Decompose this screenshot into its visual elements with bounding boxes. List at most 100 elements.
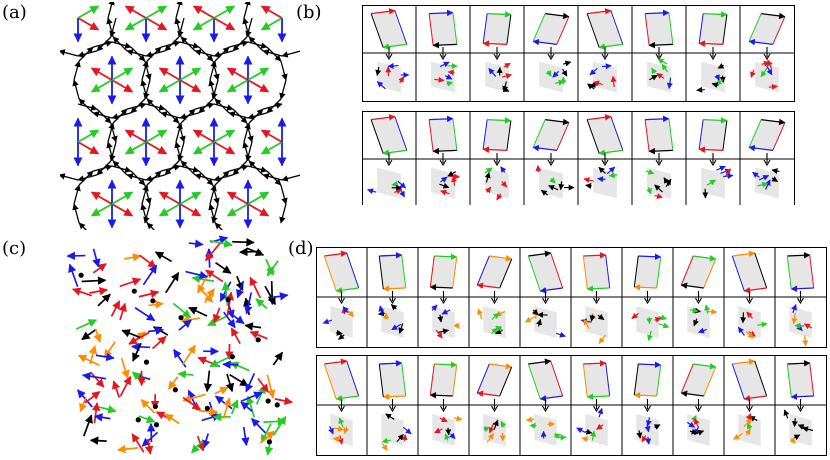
edge-arrow	[445, 427, 452, 436]
tile	[379, 255, 406, 289]
tile-edge	[370, 13, 384, 48]
edge-arrow	[264, 285, 277, 306]
tile	[699, 119, 727, 151]
edge-arrow	[532, 38, 557, 46]
tile-edge	[809, 362, 815, 397]
edge-arrow	[96, 108, 112, 124]
edge-arrow	[274, 396, 294, 406]
edge-arrow	[138, 415, 156, 424]
edge-arrow	[585, 428, 593, 435]
edge-arrow	[111, 41, 132, 49]
tile-edge	[809, 254, 815, 289]
edge-arrow	[247, 41, 268, 49]
edge-arrow	[92, 164, 113, 172]
substitution-arrowhead	[601, 53, 609, 61]
edge-arrow	[332, 436, 342, 443]
edge-arrow	[148, 300, 164, 309]
edge-arrow	[396, 433, 404, 443]
patch	[432, 414, 455, 446]
edge-arrow	[434, 76, 445, 83]
edge-arrow	[281, 50, 300, 58]
edge-arrow	[500, 180, 508, 188]
edge-arrow	[693, 318, 699, 327]
edge-arrow	[244, 322, 262, 331]
tile-edge	[346, 252, 360, 289]
edge-arrow	[576, 427, 586, 434]
tile-edge	[452, 256, 458, 289]
edge-arrow	[158, 191, 181, 205]
edge-arrow	[322, 318, 333, 325]
edge-arrow	[197, 356, 221, 368]
vertex-dot	[131, 288, 137, 294]
edge-arrow	[553, 433, 561, 439]
edge-arrow	[230, 327, 241, 345]
edge-arrow	[797, 424, 808, 430]
edge-arrow	[583, 360, 607, 367]
edge-arrow	[144, 439, 154, 455]
substitution-arrowhead	[746, 297, 753, 305]
patch	[687, 414, 710, 446]
tiling-a	[60, 2, 300, 230]
edge-arrow	[242, 17, 250, 38]
edge-arrow	[440, 189, 450, 196]
tile-edge	[550, 360, 564, 397]
vertex-dot	[229, 354, 235, 360]
edge-arrow	[476, 282, 500, 289]
tile-edge	[786, 255, 792, 290]
tile-edge	[346, 360, 360, 397]
edge-arrow	[124, 141, 147, 155]
vertex-dot	[274, 402, 280, 408]
edge-arrow	[484, 167, 493, 174]
edge-arrow	[188, 239, 204, 248]
edge-arrow	[110, 300, 121, 317]
tile	[429, 118, 457, 152]
edge-arrow	[90, 79, 113, 93]
edge-arrow	[654, 193, 663, 200]
edge-arrow	[272, 351, 284, 366]
edge-arrow	[641, 435, 648, 443]
edge-arrow	[111, 165, 132, 173]
tile-edge	[378, 255, 384, 290]
substitution-arrowhead	[593, 297, 600, 305]
edge-arrow	[401, 433, 408, 442]
edge-arrow	[593, 80, 603, 87]
edge-arrow	[158, 67, 181, 81]
tile-edge	[394, 10, 408, 45]
edge-arrow	[500, 166, 507, 173]
edge-arrow	[444, 433, 451, 441]
edge-arrow	[179, 203, 202, 217]
edge-arrow	[75, 319, 98, 330]
substitution-arrowhead	[593, 405, 600, 413]
edge-arrow	[790, 285, 814, 292]
edge-arrow	[540, 189, 549, 196]
tile-edge	[722, 120, 728, 151]
edge-arrow	[175, 2, 183, 19]
edge-arrow	[77, 17, 100, 31]
tile-edge	[633, 255, 639, 288]
substitution-arrowhead	[746, 405, 753, 413]
edge-arrow	[207, 315, 227, 327]
edge-arrow	[743, 395, 767, 402]
tile-edge	[668, 12, 674, 45]
edge-arrow	[222, 397, 232, 419]
substitution-arrowhead	[439, 53, 447, 61]
edge-arrow	[205, 242, 222, 262]
substitution-arrowhead	[542, 297, 549, 305]
edge-arrow	[245, 372, 256, 393]
edge-arrow	[225, 291, 235, 317]
edge-arrow	[586, 393, 610, 400]
tile-edge	[786, 363, 792, 398]
patch	[789, 414, 812, 446]
edge-arrow	[174, 17, 182, 38]
edge-arrow	[654, 317, 662, 323]
edge-arrow	[586, 285, 610, 292]
patch	[485, 167, 509, 199]
edge-arrow	[209, 355, 231, 368]
patch	[432, 306, 455, 338]
edge-arrow	[160, 164, 181, 172]
edge-arrow	[248, 108, 264, 124]
edge-arrow	[146, 222, 156, 230]
edge-arrow	[191, 274, 215, 284]
edge-arrow	[333, 425, 345, 432]
edge-arrow	[214, 170, 230, 186]
